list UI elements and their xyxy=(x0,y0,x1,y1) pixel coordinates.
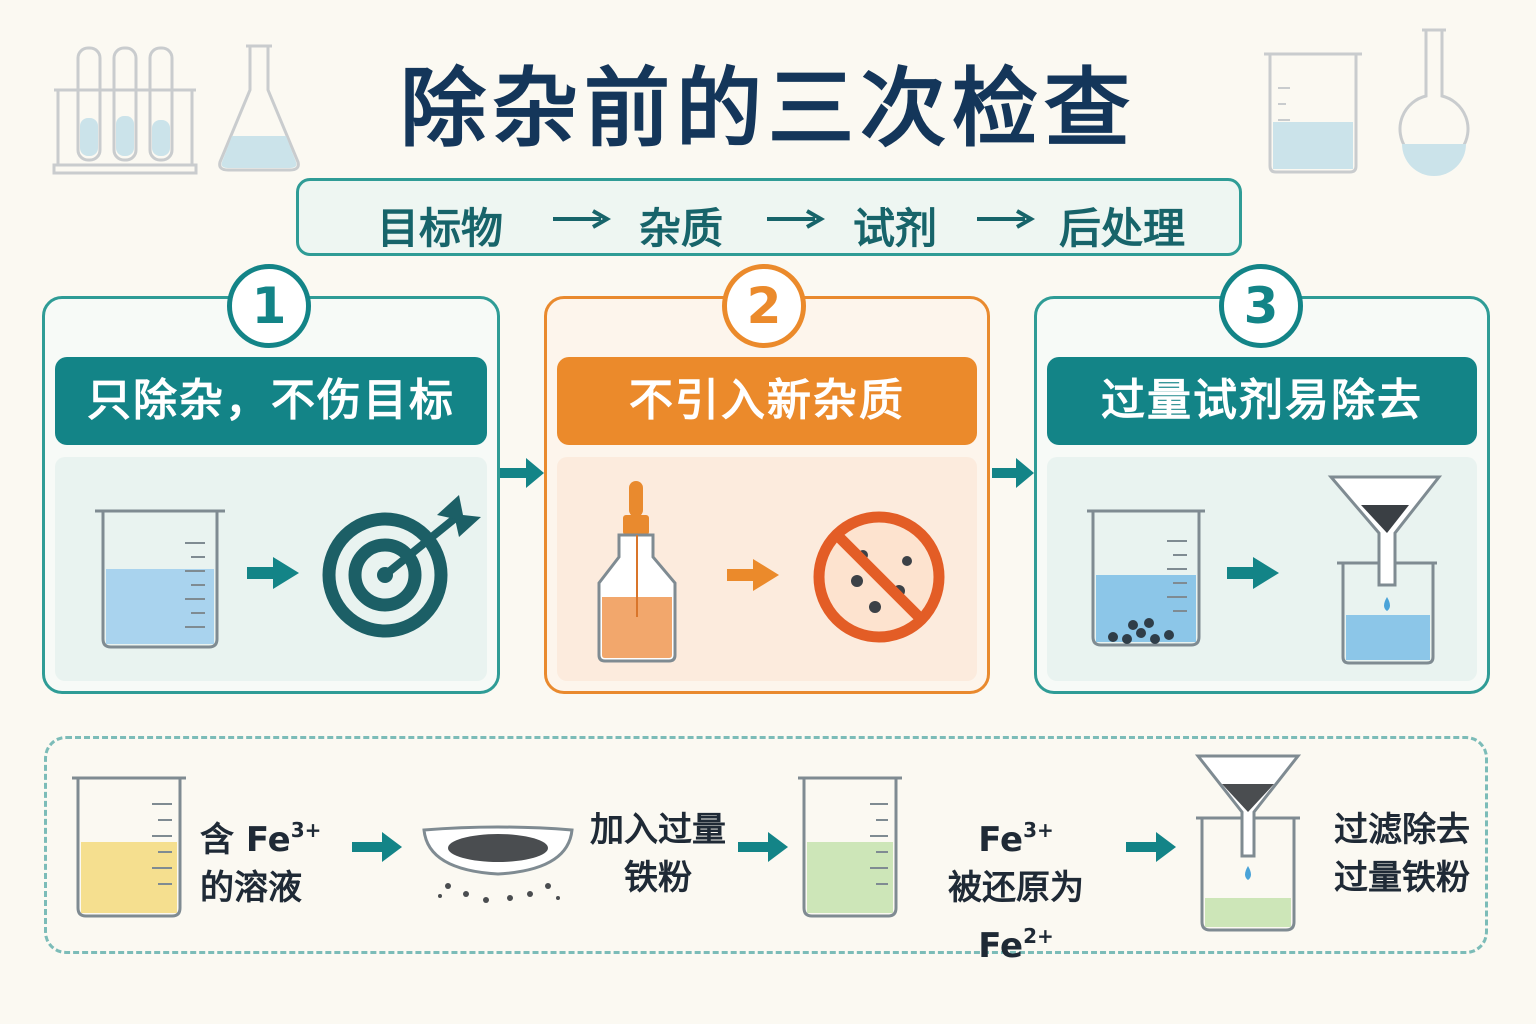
example-box xyxy=(44,736,1488,954)
card-2-illustration xyxy=(557,457,977,681)
card-3-title: 过量试剂易除去 xyxy=(1047,357,1477,445)
process-flow-bar: 目标物 杂质 试剂 后处理 xyxy=(296,178,1242,256)
arrow-right-icon xyxy=(1227,557,1279,589)
target-icon xyxy=(322,512,448,638)
check-card-2: 不引入新杂质 xyxy=(544,296,990,694)
funnel-filter-icon xyxy=(1327,475,1443,665)
iron-powder-dish-icon xyxy=(422,825,574,903)
arrow-right-icon xyxy=(738,832,788,862)
arrow-right-icon xyxy=(767,209,825,229)
beaker-to-filter-illustration xyxy=(1087,475,1443,665)
arrow-right-icon xyxy=(1126,832,1176,862)
page-title: 除杂前的三次检查 xyxy=(400,59,1136,159)
arrow-right-icon xyxy=(553,209,611,229)
beaker-icon xyxy=(1264,52,1362,174)
flow-item-target: 目标物 xyxy=(377,204,504,253)
arrow-right-icon xyxy=(500,458,544,488)
dropper-to-no-impurity-illustration xyxy=(597,481,945,663)
no-impurity-icon xyxy=(813,511,945,643)
flow-item-posttreatment: 后处理 xyxy=(1059,204,1186,253)
card-1-title: 只除杂，不伤目标 xyxy=(55,357,487,445)
flow-item-reagent: 试剂 xyxy=(853,204,938,253)
step-number-badge-2: 2 xyxy=(722,264,806,348)
step-number-badge-3: 3 xyxy=(1219,264,1303,348)
arrow-right-icon xyxy=(977,209,1035,229)
card-2-title: 不引入新杂质 xyxy=(557,357,977,445)
step-number-badge-1: 1 xyxy=(227,264,311,348)
check-card-1: 只除杂，不伤目标 xyxy=(42,296,500,694)
flow-item-impurity: 杂质 xyxy=(639,204,724,253)
example-step-4-text: 过滤除去 过量铁粉 xyxy=(1334,810,1470,898)
green-solution-beaker-icon xyxy=(798,776,902,918)
example-step-1-text: 含 Fe3+ 的溶液 xyxy=(200,818,322,908)
test-tube-rack-icon xyxy=(52,46,198,175)
round-flask-icon xyxy=(1398,28,1470,176)
yellow-solution-beaker-icon xyxy=(72,776,186,918)
filtration-setup-icon xyxy=(1194,754,1302,932)
arrow-right-icon xyxy=(247,557,299,589)
example-step-3-text: Fe3+ 被还原为 Fe2+ xyxy=(948,818,1084,966)
flask-icon xyxy=(218,44,300,172)
check-card-3: 过量试剂易除去 xyxy=(1034,296,1490,694)
card-3-illustration xyxy=(1047,457,1477,681)
arrow-right-icon xyxy=(727,559,779,591)
arrow-right-icon xyxy=(992,458,1034,488)
card-1-illustration xyxy=(55,457,487,681)
example-step-2-text: 加入过量 铁粉 xyxy=(590,810,726,898)
arrow-right-icon xyxy=(352,832,402,862)
beaker-to-target-illustration xyxy=(95,495,481,649)
